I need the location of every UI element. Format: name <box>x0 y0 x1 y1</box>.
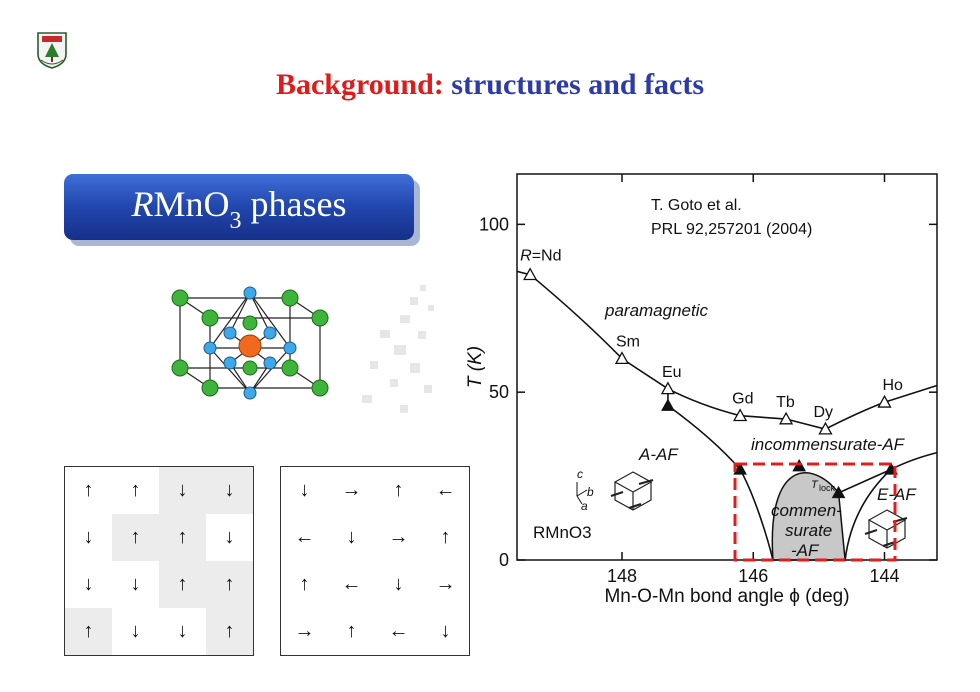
reference-line-1: T. Goto et al. <box>651 197 742 214</box>
perovskite-crystal-image <box>171 286 329 400</box>
spin-arrow: ↓ <box>177 620 188 642</box>
y-tick-label: 100 <box>479 214 509 234</box>
point-label: Eu <box>662 364 682 381</box>
point-label: Dy <box>813 404 833 421</box>
title-rest: structures and facts <box>443 68 705 101</box>
filled-triangle-marker <box>661 398 675 411</box>
open-triangle-marker <box>778 411 794 425</box>
phase-sub: 3 <box>229 208 242 235</box>
label-incommensurate-af: incommensurate-AF <box>751 435 906 454</box>
paramagnetic-transition-line <box>516 270 938 430</box>
reference-line-2: PRL 92,257201 (2004) <box>651 221 812 238</box>
spin-arrow: ↑ <box>130 479 141 501</box>
title-keyword: Background: <box>275 68 444 101</box>
spin-arrow: ↓ <box>346 526 357 548</box>
spin-arrow: ↑ <box>393 479 404 501</box>
x-tick-label: 144 <box>869 566 899 586</box>
label-a-af: A-AF <box>638 445 679 464</box>
axis-c-label: c <box>577 467 583 481</box>
label-e-af: E-AF <box>877 485 917 504</box>
open-triangle-marker <box>614 351 630 365</box>
point-label: Ho <box>883 377 904 394</box>
point-label: Gd <box>732 391 753 408</box>
x-axis-label: Mn-O-Mn bond angle ϕ (deg) <box>604 586 849 607</box>
x-tick-label: 146 <box>738 566 768 586</box>
point-label: Sm <box>616 334 640 351</box>
spin-arrow: ↑ <box>206 561 253 608</box>
open-triangle-marker <box>733 408 748 422</box>
e-af-structure-icon <box>867 509 907 549</box>
phase-suffix: phases <box>241 183 347 224</box>
x-tick-label: 148 <box>607 566 637 586</box>
spin-arrow: ↓ <box>440 620 451 642</box>
slide-title: Background: structures and facts <box>0 68 980 102</box>
label-commensurate-1: commen- <box>771 501 842 520</box>
spin-arrow: ↑ <box>299 573 310 595</box>
open-triangle-marker <box>523 267 538 281</box>
point-label: Tb <box>776 394 795 411</box>
spin-arrow: ↑ <box>112 514 159 561</box>
label-commensurate-2: surate <box>785 521 832 540</box>
university-seal-icon <box>37 32 67 69</box>
y-tick-label: 0 <box>499 550 509 570</box>
spin-arrow: ↑ <box>346 620 357 642</box>
spin-grid-spiral: ↓ → ↑ ← ← ↓ → ↑ ↑ ← ↓ → → ↑ ← ↓ <box>280 466 470 656</box>
y-tick-label: 50 <box>489 382 509 402</box>
spin-arrow: ↑ <box>206 608 253 655</box>
spin-arrow: ↑ <box>440 526 451 548</box>
spin-arrow: → <box>341 479 362 501</box>
label-t-lock-sub: lock <box>819 483 836 493</box>
spin-arrow: ↓ <box>393 573 404 595</box>
y-axis-label: T (K) <box>465 346 486 388</box>
spin-arrow: ↑ <box>159 561 206 608</box>
spin-arrow: ← <box>435 479 456 501</box>
spin-arrow: ↓ <box>159 467 206 514</box>
spin-arrow: ↓ <box>130 620 141 642</box>
label-t-lock: T <box>811 479 819 491</box>
spin-arrow: ← <box>294 526 315 548</box>
label-rmno3: RMnO3 <box>533 523 592 542</box>
filled-triangle-marker <box>831 485 846 499</box>
phase-prefix: R <box>131 183 154 224</box>
spin-grid-collinear: ↑↑↓↓↓↑↑↓↓↓↑↑↑↓↓↑ <box>64 466 254 656</box>
open-triangle-marker <box>660 381 676 395</box>
spin-arrow: ↓ <box>206 467 253 514</box>
spin-arrow: → <box>294 620 315 642</box>
spin-arrow: ↓ <box>130 573 141 595</box>
plot-frame <box>516 173 938 561</box>
phase-main: MnO <box>153 183 230 224</box>
spin-arrow: ← <box>388 620 409 642</box>
open-triangle-marker <box>877 394 892 408</box>
axes-glyph <box>576 482 588 505</box>
point-label: R=Nd <box>520 248 561 265</box>
a-af-boundary-line <box>667 388 774 561</box>
spin-arrow: ↑ <box>83 479 94 501</box>
open-triangle-marker <box>818 421 833 435</box>
spin-arrow: ↓ <box>83 526 94 548</box>
phases-label-box: RMnO3 phases <box>64 174 414 240</box>
spin-arrow: ↑ <box>65 608 112 655</box>
spin-arrow: ↓ <box>83 573 94 595</box>
label-paramagnetic: paramagnetic <box>604 301 709 320</box>
spin-arrow: ↑ <box>159 514 206 561</box>
axis-a-label: a <box>581 499 588 513</box>
label-commensurate-3: -AF <box>791 541 820 560</box>
spin-arrow: ← <box>341 573 362 595</box>
spin-arrow: → <box>435 573 456 595</box>
filled-triangle-marker <box>733 462 747 475</box>
spin-arrow: ↓ <box>299 479 310 501</box>
highlight-box <box>733 462 897 562</box>
spin-arrow: ↓ <box>224 526 235 548</box>
decorative-pattern <box>362 285 434 413</box>
a-af-structure-icon <box>613 471 653 511</box>
a-af-structure-icon-spins <box>610 478 654 510</box>
spin-arrow: → <box>388 526 409 548</box>
axis-b-label: b <box>587 485 594 499</box>
e-af-lower-line <box>844 468 892 561</box>
